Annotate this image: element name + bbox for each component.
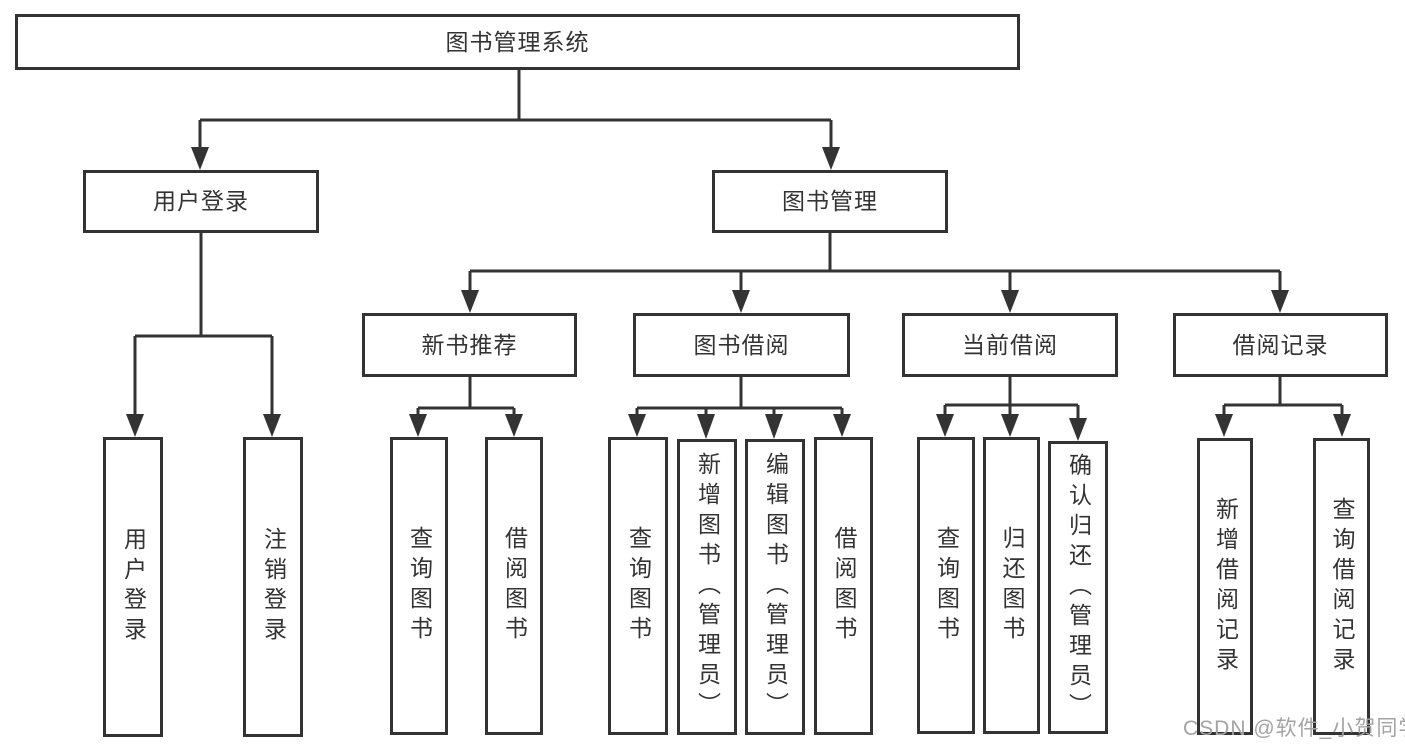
leaf-label: 新增借阅记录 xyxy=(1212,496,1239,677)
node-new-book-recommendation: 新书推荐 xyxy=(362,313,577,377)
node-book-management: 图书管理 xyxy=(712,170,948,233)
leaf-user-login: 用户登录 xyxy=(103,437,163,737)
leaf-edit-books-admin: 编辑图书（管理员） xyxy=(745,439,805,735)
node-current-borrowing: 当前借阅 xyxy=(902,313,1118,377)
leaf-label: 查询借阅记录 xyxy=(1329,496,1355,677)
leaf-label: 借阅图书 xyxy=(831,526,857,646)
leaf-borrow-books-1: 借阅图书 xyxy=(485,437,543,735)
leaf-label: 注销登录 xyxy=(260,527,287,647)
leaf-label: 归还图书 xyxy=(999,525,1025,646)
leaf-label: 查询图书 xyxy=(625,526,652,646)
leaf-query-books-3: 查询图书 xyxy=(917,437,975,734)
csdn-watermark: CSDN @软件_小贺同学 xyxy=(1183,717,1405,740)
leaf-return-books: 归还图书 xyxy=(983,437,1040,734)
leaf-label: 查询图书 xyxy=(406,526,433,646)
leaf-query-borrow-record: 查询借阅记录 xyxy=(1313,438,1370,735)
node-user-login: 用户登录 xyxy=(83,170,319,233)
node-library-management-system: 图书管理系统 xyxy=(15,14,1020,70)
leaf-label: 查询图书 xyxy=(933,525,960,646)
leaf-confirm-return-admin: 确认归还（管理员） xyxy=(1048,441,1108,734)
leaf-logout: 注销登录 xyxy=(243,437,303,737)
node-borrowing-records: 借阅记录 xyxy=(1173,313,1388,377)
leaf-label: 编辑图书（管理员） xyxy=(762,452,789,722)
leaf-borrow-books-2: 借阅图书 xyxy=(814,437,873,735)
leaf-add-books-admin: 新增图书（管理员） xyxy=(677,439,737,735)
leaf-label: 用户登录 xyxy=(120,527,147,647)
arrowheads xyxy=(126,147,1351,441)
leaf-query-books-2: 查询图书 xyxy=(608,437,668,735)
leaf-label: 借阅图书 xyxy=(501,526,528,646)
leaf-label: 确认归还（管理员） xyxy=(1065,452,1092,723)
leaf-add-borrow-record: 新增借阅记录 xyxy=(1197,438,1253,735)
leaf-label: 新增图书（管理员） xyxy=(694,452,721,722)
leaf-query-books-1: 查询图书 xyxy=(390,437,448,735)
node-book-borrowing: 图书借阅 xyxy=(633,313,850,377)
